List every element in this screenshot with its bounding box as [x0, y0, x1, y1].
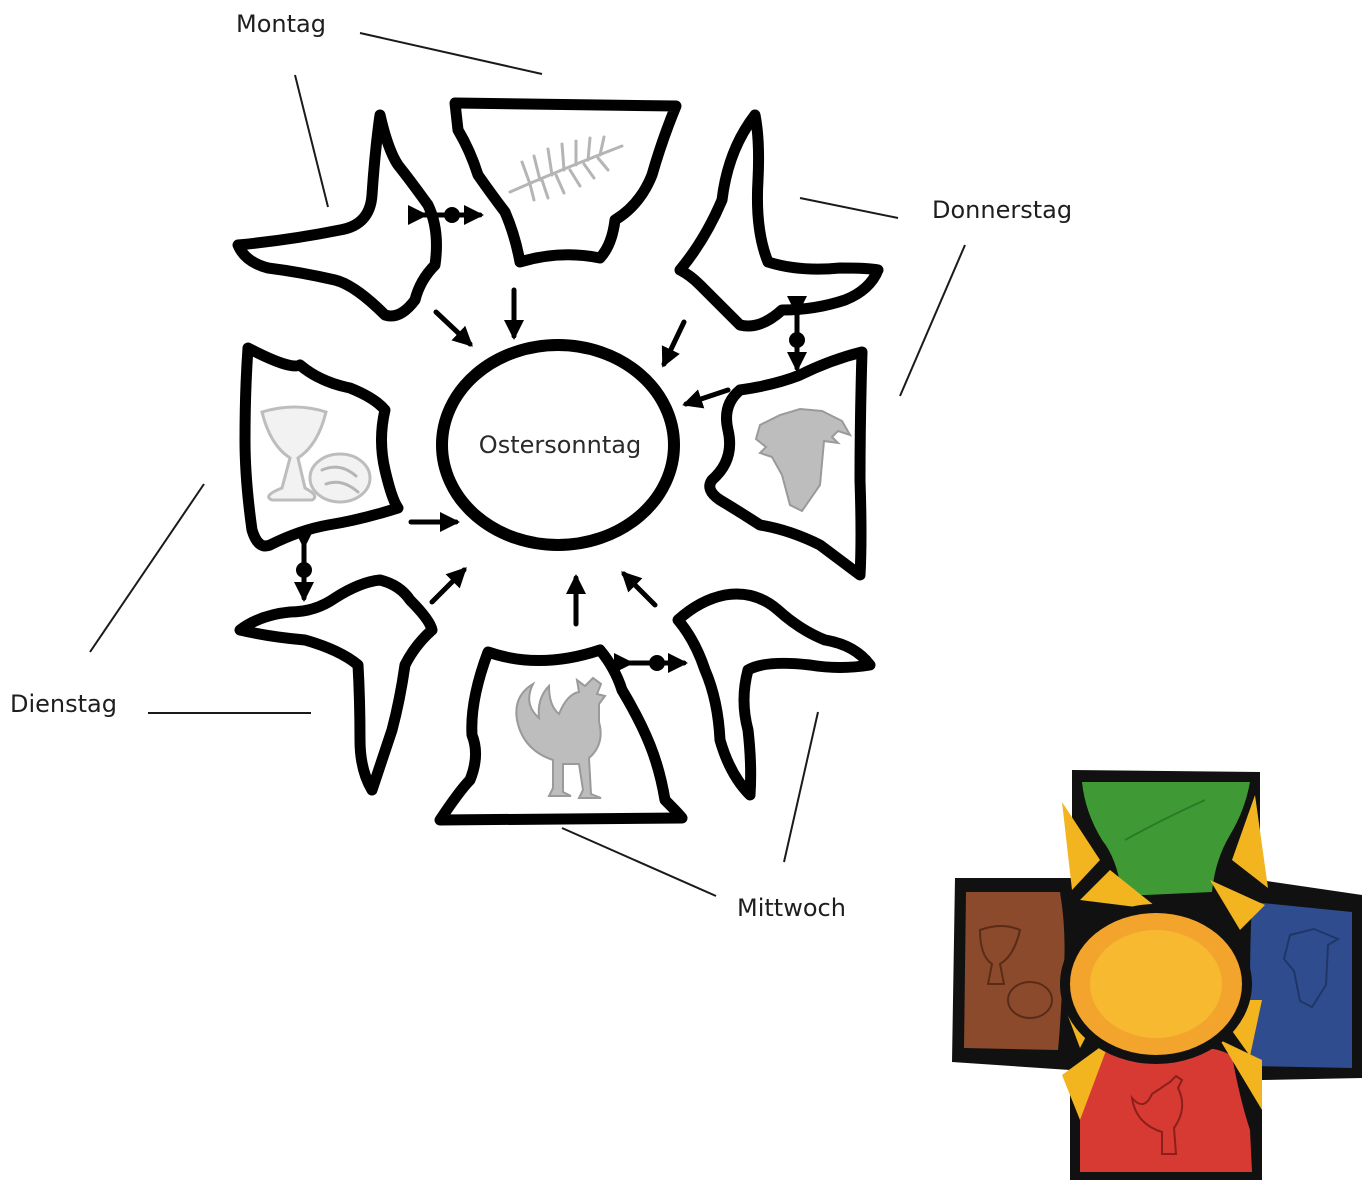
connector-bottom [630, 655, 684, 671]
connector-left [296, 545, 312, 598]
arrow-right [686, 390, 728, 404]
arrow-bottom-right [624, 574, 655, 605]
piece-ray-top-left [238, 115, 436, 316]
day-label-dienstag: Dienstag [10, 690, 117, 718]
leader-montag-2 [295, 75, 328, 207]
piece-ray-top-right [680, 115, 878, 326]
day-label-mittwoch: Mittwoch [737, 894, 846, 922]
arrow-bottom-left [432, 570, 464, 602]
leader-mittwoch-2 [784, 712, 818, 862]
piece-left-chalice [245, 348, 398, 546]
day-label-montag: Montag [236, 10, 326, 38]
piece-ray-bottom-left [240, 580, 432, 790]
leader-dienstag-1 [90, 484, 204, 652]
leader-montag-1 [360, 33, 542, 74]
piece-ray-bottom-right [678, 594, 870, 795]
leader-donnerstag-2 [900, 245, 965, 396]
day-label-donnerstag: Donnerstag [932, 196, 1072, 224]
center-label-ostersonntag: Ostersonntag [440, 430, 680, 460]
arrow-top-left [436, 312, 470, 344]
piece-top-palm [455, 103, 676, 262]
colored-preview-window [952, 770, 1362, 1180]
leader-mittwoch-1 [562, 828, 716, 896]
leader-donnerstag-1 [800, 198, 898, 218]
connector-right [789, 312, 805, 368]
arrow-top-right [664, 322, 684, 364]
